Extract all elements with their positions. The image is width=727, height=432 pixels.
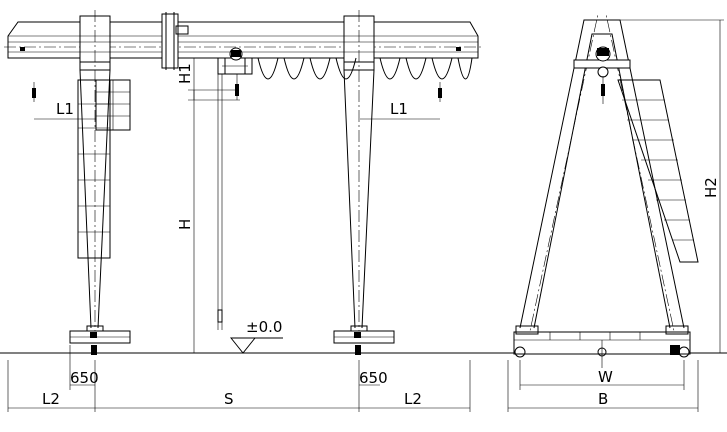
- b-label: B: [598, 390, 608, 408]
- elevation-mark: ±0.0: [229, 318, 283, 354]
- elevation-label: ±0.0: [246, 318, 282, 336]
- limit-switches: [32, 82, 442, 102]
- h1-label: H1: [176, 63, 194, 84]
- side-view: H2 W B: [507, 13, 724, 412]
- l2-left-label: L2: [42, 390, 60, 408]
- festoon-cables: [257, 57, 473, 80]
- left-leg: [69, 10, 131, 355]
- hoist-trolley: [217, 47, 253, 330]
- right-leg: [333, 10, 395, 355]
- l1-left-label: L1: [56, 100, 74, 118]
- l2-right-label: L2: [404, 390, 422, 408]
- d650-right-label: 650: [359, 369, 388, 387]
- front-view: ±0.0 H1 L1 L1 H: [0, 10, 727, 412]
- h-label: H: [176, 219, 194, 230]
- w-label: W: [598, 368, 613, 386]
- d650-left-label: 650: [70, 369, 99, 387]
- h2-label: H2: [702, 177, 720, 198]
- s-label: S: [224, 390, 234, 408]
- l1-right-label: L1: [390, 100, 408, 118]
- front-dimensions: [7, 58, 471, 412]
